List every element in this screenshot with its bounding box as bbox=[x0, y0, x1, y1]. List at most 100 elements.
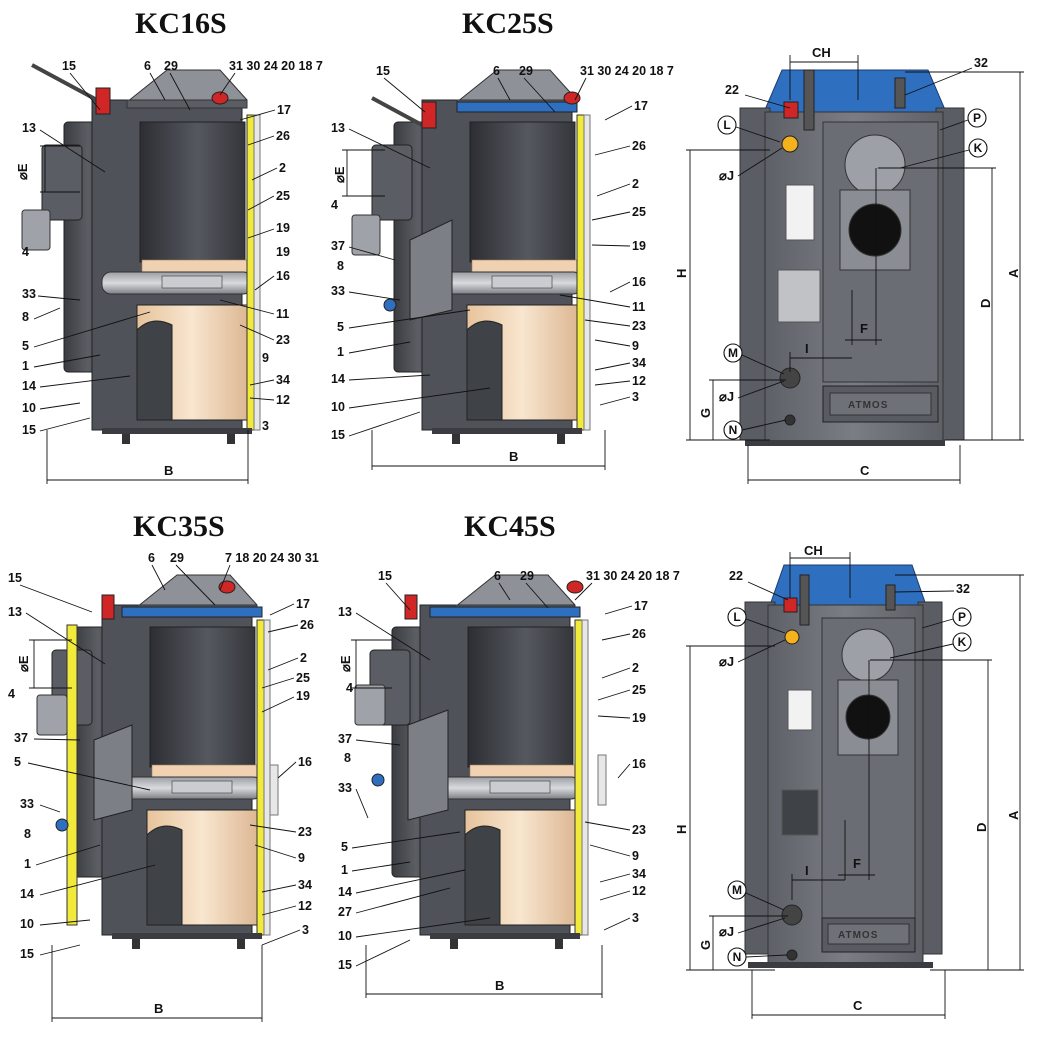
circle-rear-top-p: P bbox=[973, 111, 981, 125]
label-rear-bottom-22: 22 bbox=[729, 569, 743, 583]
label-rear-top-32: 32 bbox=[974, 56, 988, 70]
label-kc25s-15-top: 15 bbox=[376, 64, 390, 78]
label-kc35s-2: 2 bbox=[300, 651, 307, 665]
dim-rear-bottom-j1: ⌀J bbox=[719, 654, 734, 669]
label-kc35s-25: 25 bbox=[296, 671, 310, 685]
label-kc25s-1: 1 bbox=[337, 345, 344, 359]
rear-view-top: ATMOS 32 22 CH L P K M N ⌀J ⌀J bbox=[674, 45, 1024, 484]
label-kc16s-8: 8 bbox=[22, 310, 29, 324]
circle-rear-top-m: M bbox=[728, 346, 738, 360]
title-kc45s: KC45S bbox=[464, 510, 556, 543]
label-kc16s-14: 14 bbox=[22, 379, 36, 393]
label-kc45s-33: 33 bbox=[338, 781, 352, 795]
label-kc35s-6: 6 bbox=[148, 551, 155, 565]
label-kc45s-4: 4 bbox=[346, 681, 353, 695]
label-kc35s-15-bottom: 15 bbox=[20, 947, 34, 961]
dim-kc35s-e: ⌀E bbox=[16, 655, 31, 672]
dim-rear-bottom-d: D bbox=[974, 823, 989, 832]
section-view-kc35s: 6 29 7 18 20 24 30 31 15 17 13 4 37 5 33… bbox=[8, 551, 319, 1022]
label-kc45s-10: 10 bbox=[338, 929, 352, 943]
label-kc35s-3: 3 bbox=[302, 923, 309, 937]
label-kc45s-27: 27 bbox=[338, 905, 352, 919]
label-kc25s-3: 3 bbox=[632, 390, 639, 404]
title-kc35s: KC35S bbox=[133, 510, 225, 543]
section-view-kc45s: 15 6 29 31 30 24 20 18 7 17 13 4 37 8 33… bbox=[338, 569, 680, 998]
label-kc25s-13: 13 bbox=[331, 121, 345, 135]
circle-rear-top-n: N bbox=[729, 423, 738, 437]
label-kc45s-16: 16 bbox=[632, 757, 646, 771]
circle-rear-bottom-m: M bbox=[732, 883, 742, 897]
dim-rear-top-i: I bbox=[805, 341, 809, 356]
label-kc35s-12: 12 bbox=[298, 899, 312, 913]
label-kc25s-12: 12 bbox=[632, 374, 646, 388]
label-kc35s-37: 37 bbox=[14, 731, 28, 745]
label-kc35s-7-31: 7 18 20 24 30 31 bbox=[225, 551, 319, 565]
label-kc16s-3: 3 bbox=[262, 419, 269, 433]
label-kc16s-4: 4 bbox=[22, 245, 29, 259]
label-kc25s-6: 6 bbox=[493, 64, 500, 78]
label-kc16s-23: 23 bbox=[276, 333, 290, 347]
label-kc16s-34: 34 bbox=[276, 373, 290, 387]
label-kc16s-6: 6 bbox=[144, 59, 151, 73]
label-kc25s-23: 23 bbox=[632, 319, 646, 333]
circle-rear-bottom-p: P bbox=[958, 610, 966, 624]
label-kc35s-19: 19 bbox=[296, 689, 310, 703]
label-kc25s-4: 4 bbox=[331, 198, 338, 212]
section-view-kc16s: 15 6 29 31 30 24 20 18 7 17 13 4 33 8 5 … bbox=[15, 59, 323, 484]
label-kc25s-25: 25 bbox=[632, 205, 646, 219]
label-kc45s-15-top: 15 bbox=[378, 569, 392, 583]
label-kc25s-17: 17 bbox=[634, 99, 648, 113]
dim-rear-bottom-ch: CH bbox=[804, 543, 823, 558]
dim-rear-top-j1: ⌀J bbox=[719, 168, 734, 183]
label-kc45s-37: 37 bbox=[338, 732, 352, 746]
label-kc16s-10: 10 bbox=[22, 401, 36, 415]
circle-rear-top-k: K bbox=[974, 141, 983, 155]
dim-rear-bottom-f: F bbox=[853, 856, 861, 871]
label-kc45s-3: 3 bbox=[632, 911, 639, 925]
label-kc25s-31-7: 31 30 24 20 18 7 bbox=[580, 64, 674, 78]
label-kc16s-15-bottom: 15 bbox=[22, 423, 36, 437]
label-kc45s-23: 23 bbox=[632, 823, 646, 837]
label-kc16s-26: 26 bbox=[276, 129, 290, 143]
label-kc25s-34: 34 bbox=[632, 356, 646, 370]
label-kc16s-19b: 19 bbox=[276, 245, 290, 259]
label-kc45s-26: 26 bbox=[632, 627, 646, 641]
label-kc45s-13: 13 bbox=[338, 605, 352, 619]
rear-view-bottom: ATMOS 32 22 CH L P K M N ⌀J ⌀J H G bbox=[674, 543, 1024, 1019]
label-kc16s-33: 33 bbox=[22, 287, 36, 301]
label-kc25s-26: 26 bbox=[632, 139, 646, 153]
label-kc16s-19a: 19 bbox=[276, 221, 290, 235]
label-kc35s-5: 5 bbox=[14, 755, 21, 769]
dim-rear-top-h: H bbox=[674, 269, 689, 278]
dim-kc25s-e: ⌀E bbox=[332, 166, 347, 183]
label-kc25s-11: 11 bbox=[632, 300, 645, 314]
label-kc16s-2: 2 bbox=[279, 161, 286, 175]
label-kc35s-13: 13 bbox=[8, 605, 22, 619]
label-kc16s-12: 12 bbox=[276, 393, 290, 407]
dim-kc35s-b: B bbox=[154, 1001, 163, 1016]
dim-rear-bottom-c: C bbox=[853, 998, 863, 1013]
label-kc16s-16: 16 bbox=[276, 269, 290, 283]
label-kc16s-31-7: 31 30 24 20 18 7 bbox=[229, 59, 323, 73]
label-kc16s-13: 13 bbox=[22, 121, 36, 135]
label-kc25s-29: 29 bbox=[519, 64, 533, 78]
label-kc45s-25: 25 bbox=[632, 683, 646, 697]
dim-rear-top-a: A bbox=[1006, 268, 1021, 278]
label-kc25s-15-bottom: 15 bbox=[331, 428, 345, 442]
circle-rear-bottom-k: K bbox=[958, 635, 967, 649]
label-kc16s-9: 9 bbox=[262, 351, 269, 365]
label-kc16s-29: 29 bbox=[164, 59, 178, 73]
label-kc16s-5: 5 bbox=[22, 339, 29, 353]
label-rear-bottom-32: 32 bbox=[956, 582, 970, 596]
label-kc45s-29: 29 bbox=[520, 569, 534, 583]
dim-rear-top-f: F bbox=[860, 321, 868, 336]
label-kc45s-5: 5 bbox=[341, 840, 348, 854]
logo-atmos-bottom: ATMOS bbox=[838, 930, 878, 941]
dim-rear-bottom-g: G bbox=[698, 940, 713, 950]
logo-atmos-top: ATMOS bbox=[848, 400, 888, 411]
section-view-kc25s: 15 6 29 31 30 24 20 18 7 17 13 4 37 8 33… bbox=[331, 64, 674, 470]
label-kc16s-1: 1 bbox=[22, 359, 29, 373]
circle-rear-bottom-n: N bbox=[733, 950, 742, 964]
dim-kc16s-e: ⌀E bbox=[15, 163, 30, 180]
